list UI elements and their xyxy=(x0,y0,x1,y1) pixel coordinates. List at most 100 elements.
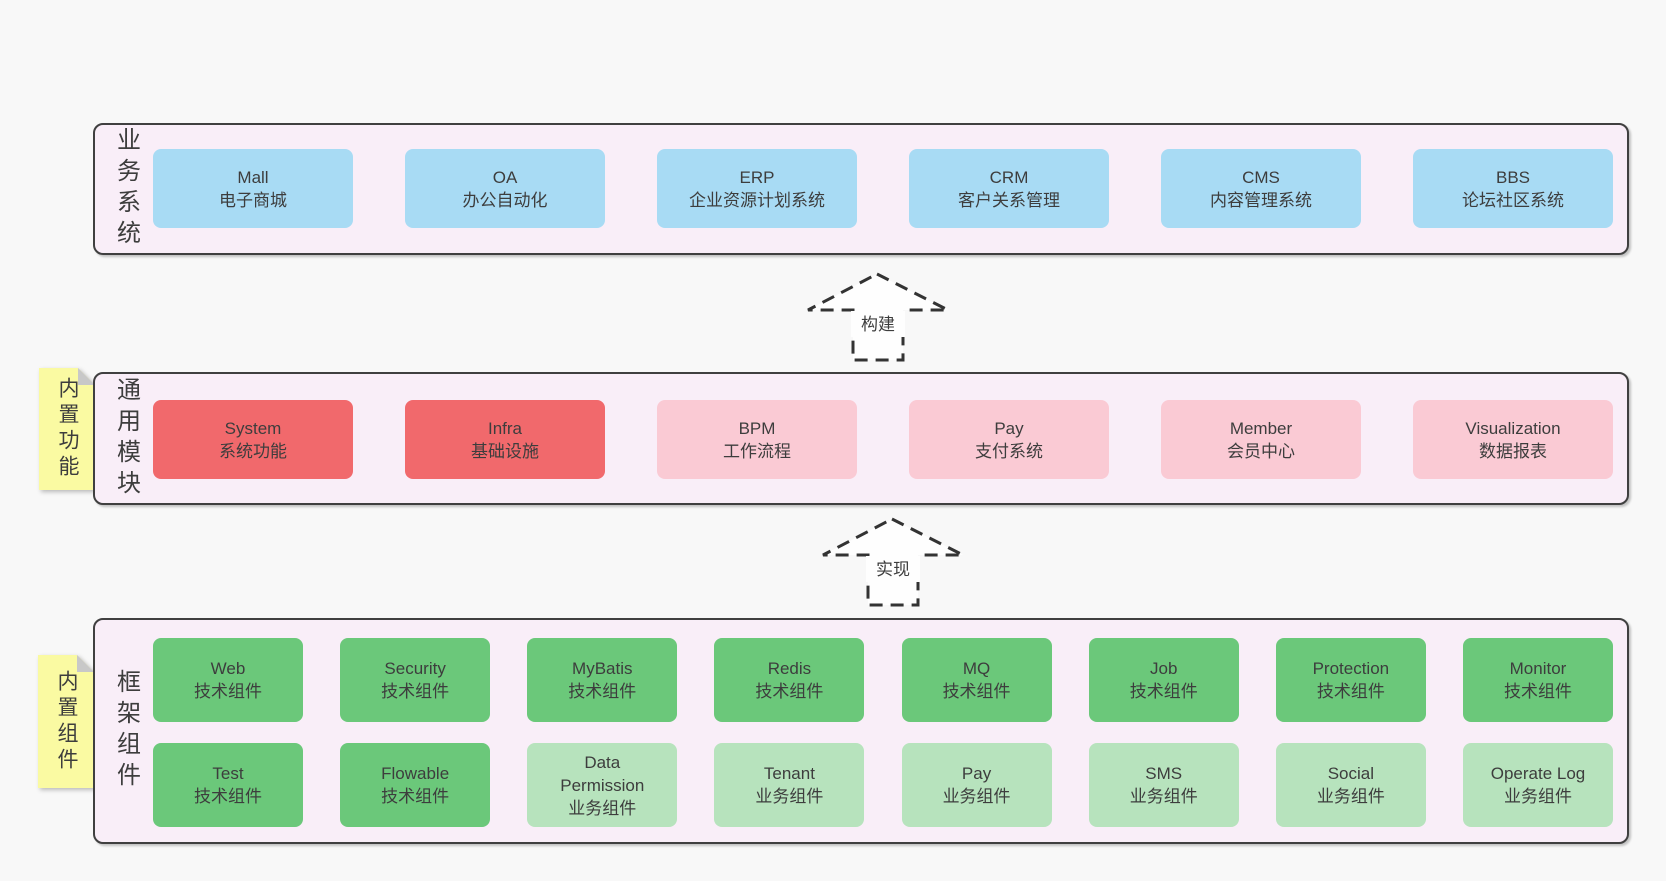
box-subtitle: 数据报表 xyxy=(1479,441,1547,461)
box-subtitle: 客户关系管理 xyxy=(958,190,1060,210)
box-subtitle: 业务组件 xyxy=(1316,787,1385,806)
box-title: CMS xyxy=(1242,167,1280,187)
box-title: MQ xyxy=(962,659,991,678)
sticky-label: 内置功能 xyxy=(56,377,79,481)
box-subtitle: 业务组件 xyxy=(568,798,637,818)
box-bpm: BPM 工作流程 xyxy=(657,400,857,479)
box-title: Monitor xyxy=(1509,659,1567,678)
box-job: Job 技术组件 xyxy=(1088,638,1239,722)
box-title: Mall xyxy=(237,167,269,187)
framework-box-row-1: Web 技术组件 Security 技术组件 MyBatis 技术组件 Redi… xyxy=(153,638,1613,722)
box-title: Member xyxy=(1229,418,1293,438)
framework-box-row-2: Test 技术组件 Flowable 技术组件 Data Permission … xyxy=(153,743,1613,827)
box-subtitle: 办公自动化 xyxy=(462,190,548,210)
box-subtitle: 技术组件 xyxy=(1503,682,1572,701)
box-subtitle: 技术组件 xyxy=(381,787,450,806)
box-subtitle: 技术组件 xyxy=(755,682,824,701)
box-protection: Protection 技术组件 xyxy=(1275,638,1426,722)
box-subtitle: 系统功能 xyxy=(219,441,287,461)
box-subtitle: 业务组件 xyxy=(755,787,824,806)
box-title: Pay xyxy=(994,418,1024,438)
box-title: SMS xyxy=(1145,764,1183,783)
section-label: 业务系统 xyxy=(112,127,140,251)
section-business-systems: 业务系统 Mall 电子商城 OA 办公自动化 ERP 企业资源计划系统 CRM… xyxy=(93,123,1629,255)
build-arrow-icon: 构建 xyxy=(807,272,949,362)
box-test: Test 技术组件 xyxy=(153,743,303,827)
box-title: Security xyxy=(384,659,446,678)
box-member: Member 会员中心 xyxy=(1161,400,1361,479)
box-title: BBS xyxy=(1495,167,1531,187)
box-subtitle: 支付系统 xyxy=(975,441,1043,461)
box-title: OA xyxy=(492,167,518,187)
box-monitor: Monitor 技术组件 xyxy=(1462,638,1613,722)
box-subtitle: 内容管理系统 xyxy=(1210,190,1312,210)
box-subtitle: 电子商城 xyxy=(219,190,287,210)
box-redis: Redis 技术组件 xyxy=(714,638,865,722)
box-subtitle: 技术组件 xyxy=(568,682,637,701)
box-subtitle: 技术组件 xyxy=(194,682,262,701)
box-operate-log: Operate Log 业务组件 xyxy=(1462,743,1613,827)
sticky-paper xyxy=(38,655,94,788)
box-title: Redis xyxy=(767,659,812,678)
box-subtitle: 技术组件 xyxy=(942,682,1011,701)
box-title: ERP xyxy=(739,167,775,187)
box-mybatis: MyBatis 技术组件 xyxy=(527,638,678,722)
box-security: Security 技术组件 xyxy=(340,638,491,722)
box-subtitle: 工作流程 xyxy=(723,441,791,461)
box-infra: Infra 基础设施 xyxy=(405,400,605,479)
box-cms: CMS 内容管理系统 xyxy=(1161,149,1361,228)
box-subtitle: 技术组件 xyxy=(1316,682,1385,701)
box-subtitle: 业务组件 xyxy=(942,787,1011,806)
box-title: Infra xyxy=(487,418,523,438)
box-data-permission: Data Permission 业务组件 xyxy=(527,743,678,827)
box-subtitle: 技术组件 xyxy=(194,787,262,806)
box-title: Visualization xyxy=(1465,418,1561,438)
box-title: Data Permission xyxy=(560,752,645,795)
box-subtitle: 基础设施 xyxy=(471,441,539,461)
box-subtitle: 业务组件 xyxy=(1129,787,1198,806)
box-title: Protection xyxy=(1312,659,1390,678)
box-system: System 系统功能 xyxy=(153,400,353,479)
section-label: 框架组件 xyxy=(112,669,140,793)
sticky-label: 内置组件 xyxy=(55,669,78,774)
box-social: Social 业务组件 xyxy=(1275,743,1426,827)
box-mall: Mall 电子商城 xyxy=(153,149,353,228)
box-pay-system: Pay 支付系统 xyxy=(909,400,1109,479)
box-pay-component: Pay 业务组件 xyxy=(901,743,1052,827)
box-title: Pay xyxy=(961,764,992,783)
box-title: Social xyxy=(1327,764,1374,783)
box-title: Web xyxy=(210,659,246,678)
box-bbs: BBS 论坛社区系统 xyxy=(1413,149,1613,228)
modules-box-row: System 系统功能 Infra 基础设施 BPM 工作流程 Pay 支付系统… xyxy=(153,400,1613,479)
box-title: Flowable xyxy=(381,764,450,783)
sticky-note-built-in-components: 内置组件 xyxy=(38,655,94,788)
section-label: 通用模块 xyxy=(112,376,140,501)
box-subtitle: 业务组件 xyxy=(1503,787,1572,806)
box-subtitle: 企业资源计划系统 xyxy=(689,190,825,210)
box-sms: SMS 业务组件 xyxy=(1088,743,1239,827)
box-title: Tenant xyxy=(763,764,815,783)
implement-arrow-icon: 实现 xyxy=(822,517,964,607)
box-title: BPM xyxy=(738,418,776,438)
implement-arrow-label: 实现 xyxy=(876,560,910,579)
build-arrow-label: 构建 xyxy=(861,315,895,334)
box-erp: ERP 企业资源计划系统 xyxy=(657,149,857,228)
box-flowable: Flowable 技术组件 xyxy=(340,743,491,827)
box-visualization: Visualization 数据报表 xyxy=(1413,400,1613,479)
box-title: Test xyxy=(212,764,244,783)
box-mq: MQ 技术组件 xyxy=(901,638,1052,722)
box-subtitle: 会员中心 xyxy=(1227,441,1295,461)
box-title: System xyxy=(224,418,282,438)
section-framework-components: 框架组件 Web 技术组件 Security 技术组件 MyBatis 技术组件… xyxy=(93,618,1629,844)
sticky-note-built-in-features: 内置功能 xyxy=(39,368,95,490)
box-web: Web 技术组件 xyxy=(153,638,303,722)
box-subtitle: 技术组件 xyxy=(1129,682,1198,701)
box-title: Operate Log xyxy=(1490,764,1586,783)
box-title: CRM xyxy=(989,167,1029,187)
box-title: MyBatis xyxy=(572,659,633,678)
box-subtitle: 论坛社区系统 xyxy=(1462,190,1564,210)
box-subtitle: 技术组件 xyxy=(381,682,450,701)
business-box-row: Mall 电子商城 OA 办公自动化 ERP 企业资源计划系统 CRM 客户关系… xyxy=(153,149,1613,228)
section-common-modules: 通用模块 System 系统功能 Infra 基础设施 BPM 工作流程 Pay… xyxy=(93,372,1629,505)
